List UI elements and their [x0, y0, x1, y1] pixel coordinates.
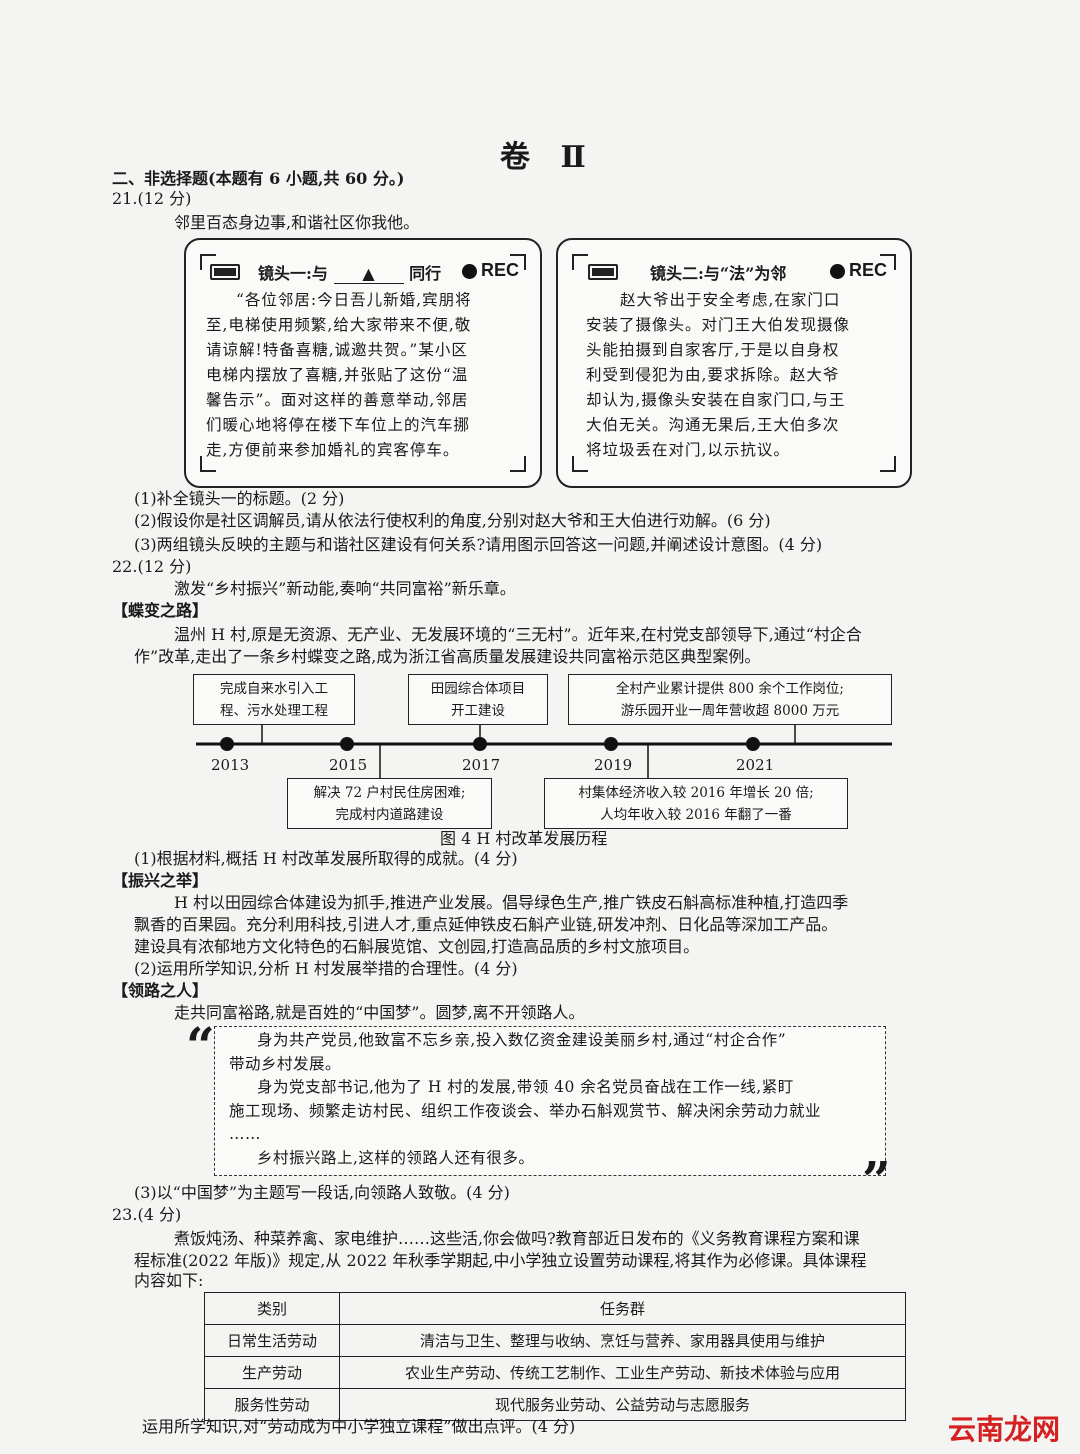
- timeline-dot-2015: [340, 737, 354, 751]
- table-header-row: 类别 任务群: [204, 1292, 906, 1325]
- quote-line: 身为共产党员,他致富不忘乡亲,投入数亿资金建设美丽乡村,通过“村企合作”: [257, 1031, 787, 1049]
- shot-one-text: “各位邻居:今日吾儿新婚,宾朋将 至,电梯使用频繁,给大家带来不便,敬 请谅解!…: [206, 291, 472, 459]
- timeline-event-box: 完成自来水引入工程、污水处理工程: [193, 674, 355, 725]
- quote-line: 身为党支部书记,他为了 H 村的发展,带领 40 余名党员奋战在工作一线,紧盯: [257, 1078, 794, 1096]
- q22-number: 22.(12 分): [112, 557, 192, 576]
- q22-intro: 激发“乡村振兴”新动能,奏响“共同富裕”新乐章。: [174, 579, 516, 598]
- table-cell: 生产劳动: [204, 1356, 340, 1389]
- record-dot-icon: [830, 264, 845, 279]
- timeline-dot-2019: [604, 737, 618, 751]
- timeline-lines: [196, 722, 892, 778]
- q22-sec2-line2: 飘香的百果园。充分利用科技,引进人才,重点延伸铁皮石斛产业链,研发冲剂、日化品等…: [134, 915, 838, 934]
- quote-line: 施工现场、频繁走访村民、组织工作夜谈会、举办石斛观赏节、解决闲余劳动力就业: [229, 1101, 822, 1120]
- q22-sec3-intro: 走共同富裕路,就是百姓的“中国梦”。圆梦,离不开领路人。: [174, 1003, 585, 1022]
- table-header: 任务群: [339, 1292, 906, 1325]
- part-heading: 二、非选择题(本题有 6 小题,共 60 分。): [112, 169, 405, 188]
- battery-icon: [210, 264, 240, 280]
- leader-quote-box: 身为共产党员,他致富不忘乡亲,投入数亿资金建设美丽乡村,通过“村企合作” 带动乡…: [214, 1026, 886, 1176]
- timeline-event-box: 田园综合体项目开工建设: [408, 674, 548, 725]
- timeline-dot-2013: [220, 737, 234, 751]
- q22-sec1-line1: 温州 H 村,原是无资源、无产业、无发展环境的“三无村”。近年来,在村党支部领导…: [174, 625, 862, 644]
- quote-line: ……: [229, 1125, 261, 1143]
- year-label: 2021: [736, 756, 775, 774]
- q22-sub2: (2)运用所学知识,分析 H 村发展举措的合理性。(4 分): [134, 959, 518, 978]
- table-cell: 现代服务业劳动、公益劳动与志愿服务: [339, 1388, 906, 1421]
- table-cell: 日常生活劳动: [204, 1324, 340, 1357]
- section-title: 卷 Ⅱ: [500, 140, 596, 175]
- timeline-dot-2017: [473, 737, 487, 751]
- table-cell: 农业生产劳动、传统工艺制作、工业生产劳动、新技术体验与应用: [339, 1356, 906, 1389]
- q22-sub3: (3)以“中国梦”为主题写一段话,向领路人致敬。(4 分): [134, 1183, 510, 1202]
- timeline-event-box: 全村产业累计提供 800 余个工作岗位;游乐园开业一周年营收超 8000 万元: [568, 674, 892, 725]
- year-label: 2013: [211, 756, 250, 774]
- q23-intro-line1: 煮饭炖汤、种菜养禽、家电维护……这些活,你会做吗?教育部近日发布的《义务教育课程…: [174, 1229, 860, 1248]
- battery-icon: [588, 264, 618, 280]
- shot-two-frame: 镜头二:与“法”为邻 REC 赵大爷出于安全考虑,在家门口 安装了摄像头。对门王…: [556, 238, 912, 488]
- section-revitalize-title: 【振兴之举】: [112, 871, 209, 890]
- table-cell: 清洁与卫生、整理与收纳、烹饪与营养、家用器具使用与维护: [339, 1324, 906, 1357]
- table-cell: 服务性劳动: [204, 1388, 340, 1421]
- record-dot-icon: [462, 264, 477, 279]
- section-leader-title: 【领路之人】: [112, 981, 209, 1000]
- course-table: 类别 任务群 日常生活劳动 清洁与卫生、整理与收纳、烹饪与营养、家用器具使用与维…: [204, 1292, 906, 1421]
- year-label: 2019: [594, 756, 633, 774]
- section-butterfly-title: 【蝶变之路】: [112, 601, 209, 620]
- timeline-event-box: 村集体经济收入较 2016 年增长 20 倍;人均年收入较 2016 年翻了一番: [544, 778, 848, 829]
- shot-one-title: 镜头一:与 ▲ 同行: [258, 264, 442, 284]
- rec-label: REC: [849, 260, 888, 280]
- q22-sub1: (1)根据材料,概括 H 村改革发展所取得的成就。(4 分): [134, 849, 518, 868]
- table-row: 生产劳动 农业生产劳动、传统工艺制作、工业生产劳动、新技术体验与应用: [204, 1356, 906, 1389]
- quote-line: 带动乡村发展。: [229, 1054, 342, 1073]
- q22-sec2-line1: H 村以田园综合体建设为抓手,推进产业发展。倡导绿色生产,推广铁皮石斛高标准种植…: [174, 893, 849, 912]
- site-watermark: 云南龙网: [947, 1413, 1060, 1446]
- close-quote-icon: ”: [862, 1150, 891, 1209]
- q21-intro: 邻里百态身边事,和谐社区你我他。: [174, 213, 420, 232]
- q23-question: 运用所学知识,对“劳动成为中小学独立课程”做出点评。(4 分): [142, 1417, 576, 1436]
- rec-label: REC: [481, 260, 520, 280]
- table-row: 日常生活劳动 清洁与卫生、整理与收纳、烹饪与营养、家用器具使用与维护: [204, 1324, 906, 1357]
- q23-intro-line3: 内容如下:: [134, 1271, 204, 1290]
- q22-sec1-line2: 作”改革,走出了一条乡村蝶变之路,成为浙江省高质量发展建设共同富裕示范区典型案例…: [134, 647, 761, 666]
- q23-number: 23.(4 分): [112, 1205, 182, 1224]
- title-blank: ▲: [333, 264, 404, 284]
- q22-sec2-line3: 建设具有浓郁地方文化特色的石斛展览馆、文创园,打造高品质的乡村文旅项目。: [134, 937, 700, 956]
- timeline-dot-2021: [746, 737, 760, 751]
- q21-sub2: (2)假设你是社区调解员,请从依法行使权利的角度,分别对赵大爷和王大伯进行劝解。…: [134, 511, 771, 530]
- timeline-event-box: 解决 72 户村民住房困难;完成村内道路建设: [287, 778, 492, 829]
- shot-two-text: 赵大爷出于安全考虑,在家门口 安装了摄像头。对门王大伯发现摄像 头能拍摄到自家客…: [586, 291, 851, 459]
- shot-two-title: 镜头二:与“法”为邻: [650, 264, 787, 283]
- q21-sub3: (3)两组镜头反映的主题与和谐社区建设有何关系?请用图示回答这一问题,并阐述设计…: [134, 535, 823, 554]
- q21-number: 21.(12 分): [112, 189, 192, 208]
- q23-intro-line2: 程标准(2022 年版)》规定,从 2022 年秋季学期起,中小学独立设置劳动课…: [134, 1251, 867, 1270]
- q21-sub1: (1)补全镜头一的标题。(2 分): [134, 489, 345, 508]
- year-label: 2015: [329, 756, 368, 774]
- year-label: 2017: [462, 756, 501, 774]
- table-header: 类别: [204, 1292, 340, 1325]
- quote-line: 乡村振兴路上,这样的领路人还有很多。: [257, 1148, 535, 1167]
- open-quote-icon: “: [186, 1016, 215, 1075]
- figure-caption: 图 4 H 村改革发展历程: [440, 829, 608, 848]
- table-row: 服务性劳动 现代服务业劳动、公益劳动与志愿服务: [204, 1388, 906, 1421]
- shot-one-frame: 镜头一:与 ▲ 同行 REC “各位邻居:今日吾儿新婚,宾朋将 至,电梯使用频繁…: [184, 238, 542, 488]
